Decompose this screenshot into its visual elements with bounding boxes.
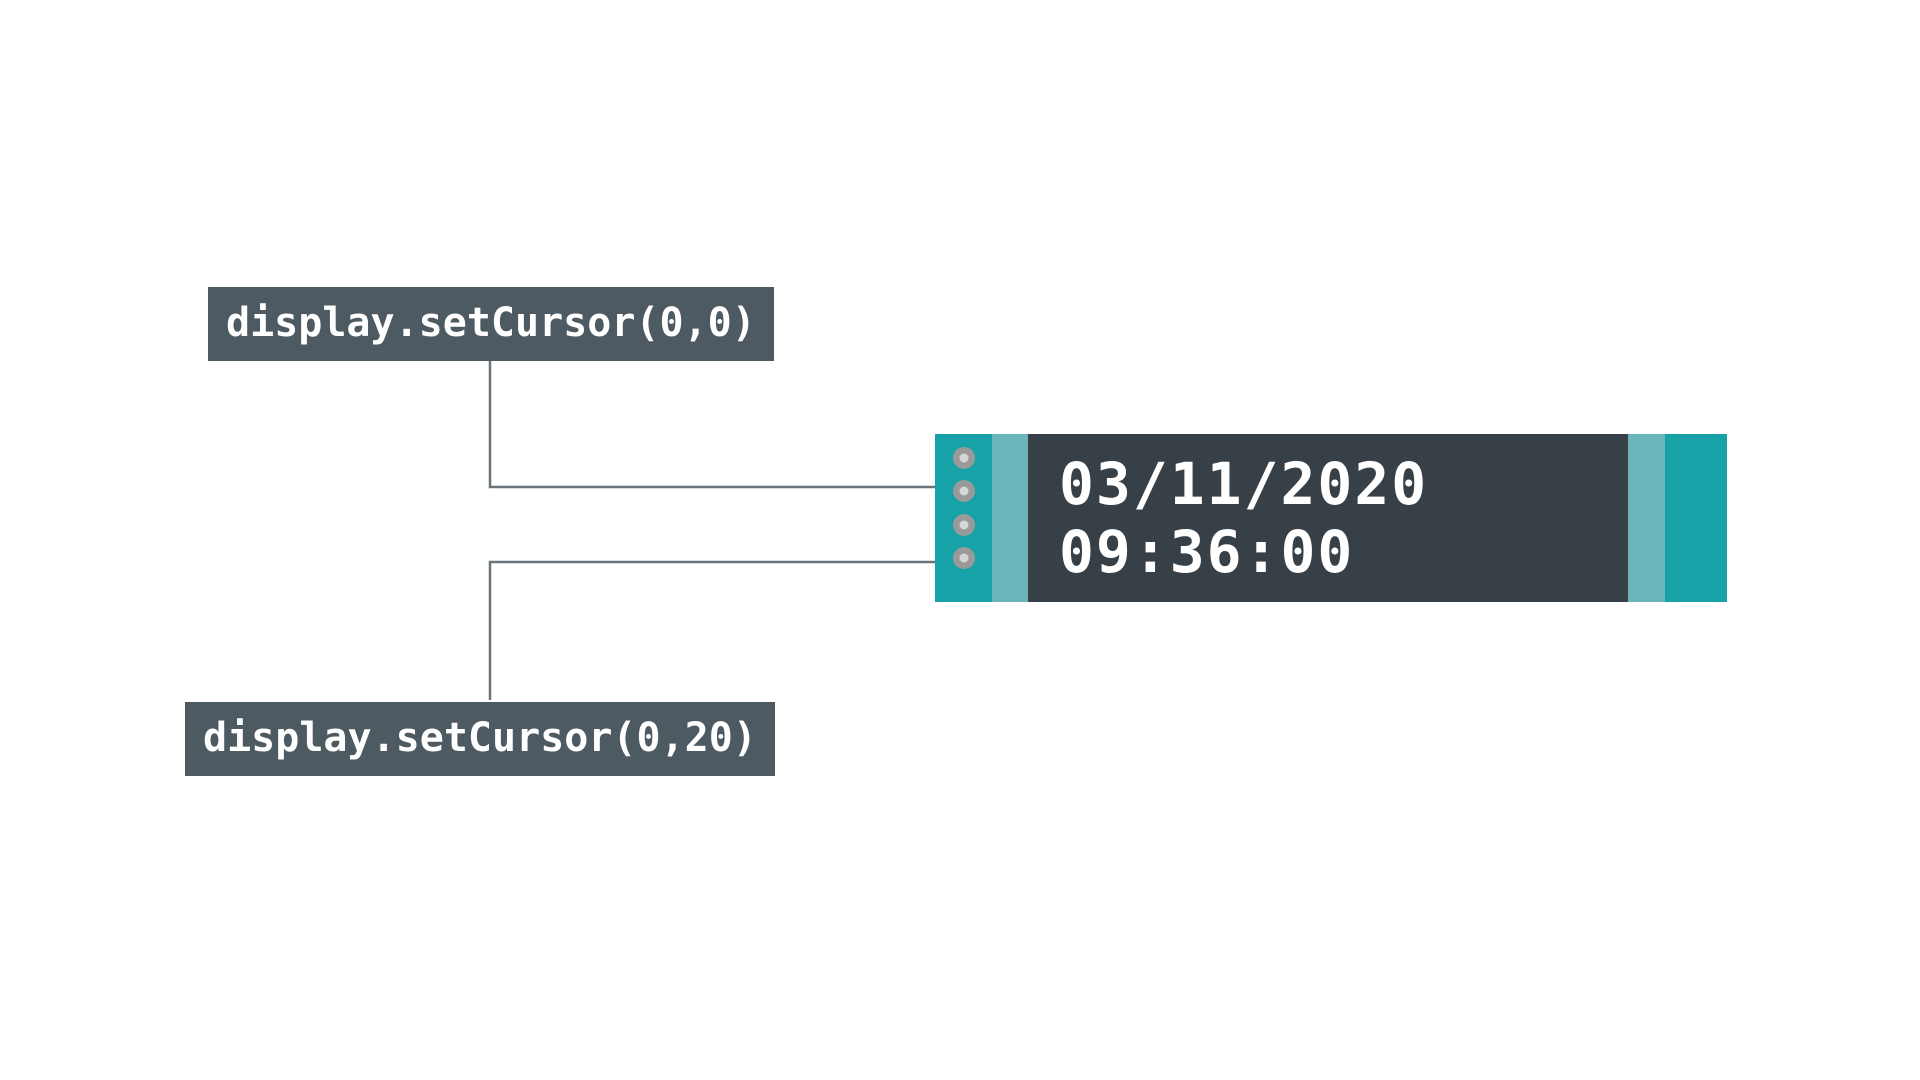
bezel-right-outer bbox=[1665, 434, 1727, 602]
bezel-left-inner bbox=[992, 434, 1028, 602]
annotation-label-cursor-second: display.setCursor(0,20) bbox=[185, 702, 775, 776]
mounting-screw-icon bbox=[952, 447, 975, 469]
bezel-right-inner bbox=[1628, 434, 1665, 602]
annotation-label-cursor-origin: display.setCursor(0,0) bbox=[208, 287, 774, 361]
mounting-screw-icon bbox=[952, 480, 975, 502]
bezel-left-outer bbox=[935, 434, 992, 602]
mounting-screw-icon bbox=[952, 514, 975, 536]
screen-line-time: 09:36:00 bbox=[1059, 518, 1355, 586]
screen-line-date: 03/11/2020 bbox=[1059, 450, 1429, 518]
display-screen: 03/11/2020 09:36:00 bbox=[1028, 434, 1628, 602]
oled-display-module: 03/11/2020 09:36:00 bbox=[935, 434, 1727, 602]
mounting-screw-icon bbox=[952, 547, 975, 569]
